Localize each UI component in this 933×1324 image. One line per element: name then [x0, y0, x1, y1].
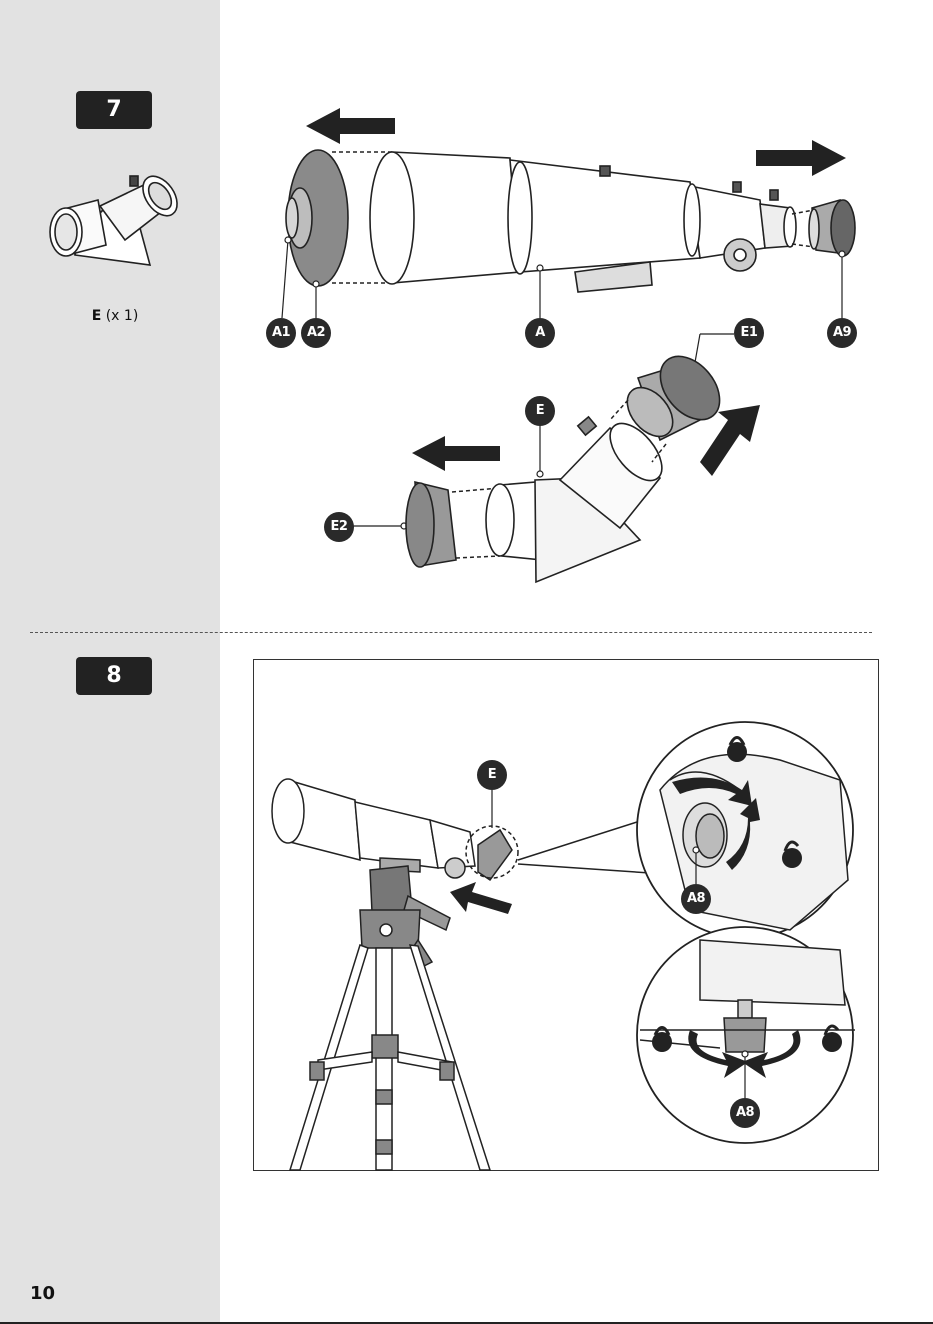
arrow-up-left-icon — [450, 882, 512, 914]
callout-a8-bottom: A8 — [730, 1098, 760, 1128]
callout-a8-top: A8 — [681, 884, 711, 914]
callout-e-step8: E — [477, 760, 507, 790]
page-number: 10 — [30, 1283, 55, 1304]
